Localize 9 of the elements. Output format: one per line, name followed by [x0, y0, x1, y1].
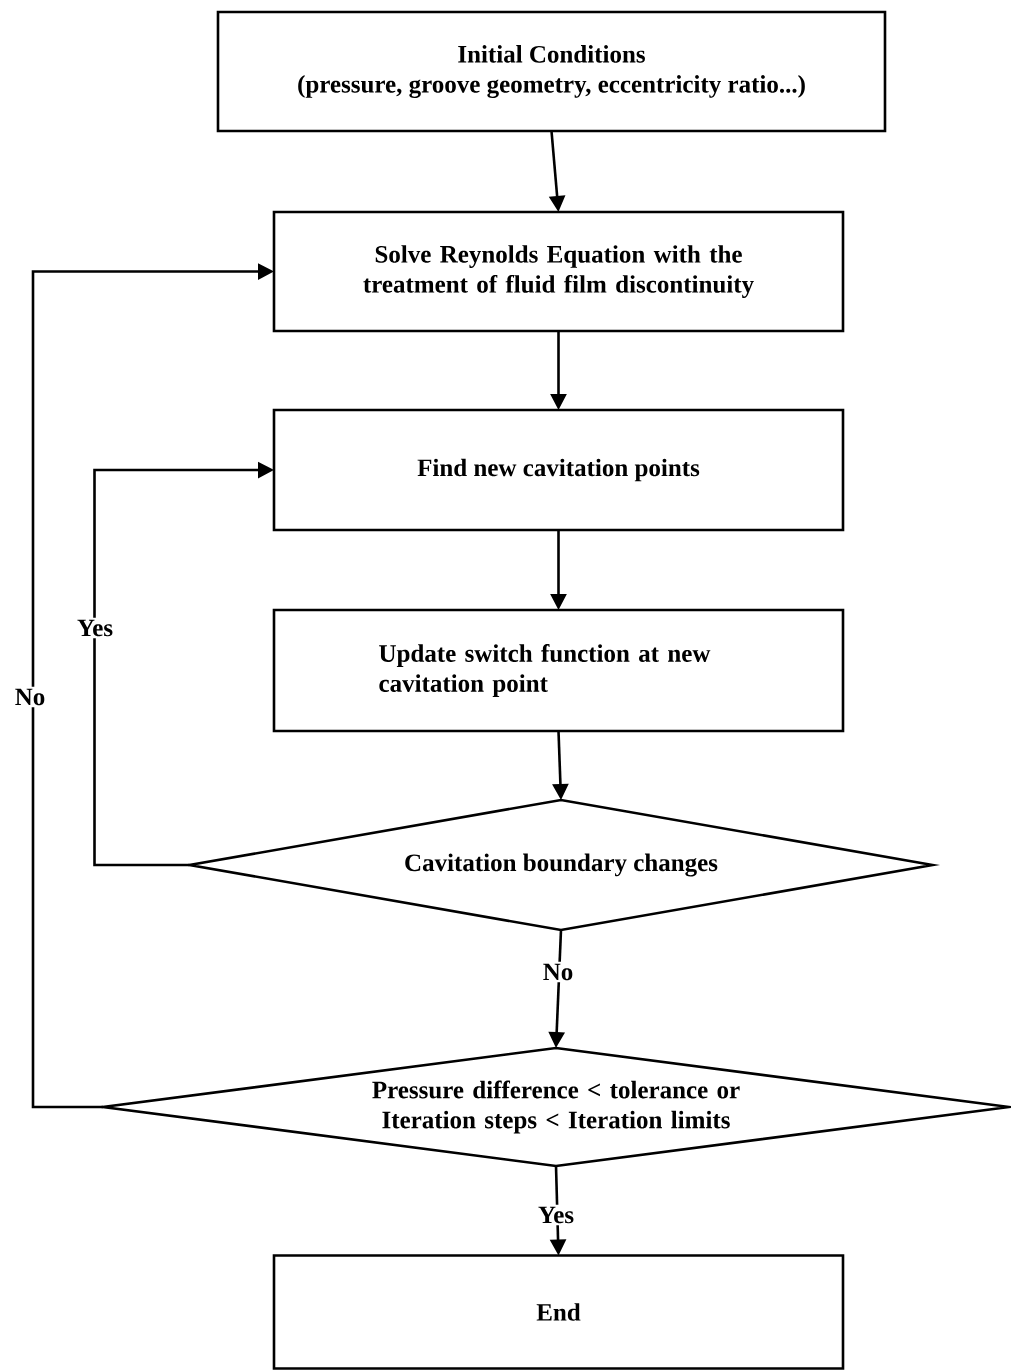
edge-label: No: [12, 686, 48, 708]
process-box: Find new cavitation points: [272, 408, 845, 532]
process-box: Initial Conditions (pressure, groove geometry, eccentricity ratio...): [216, 10, 887, 133]
process-box: End: [272, 1254, 845, 1370]
edge-label: No: [540, 961, 576, 983]
edge-label: Yes: [535, 1204, 577, 1226]
process-box: Solve Reynolds Equation with the treatment of fluid film discontinuity: [272, 210, 845, 333]
edge-label: Yes: [74, 617, 116, 639]
process-box: Update switch function at new cavitation point: [272, 608, 845, 733]
